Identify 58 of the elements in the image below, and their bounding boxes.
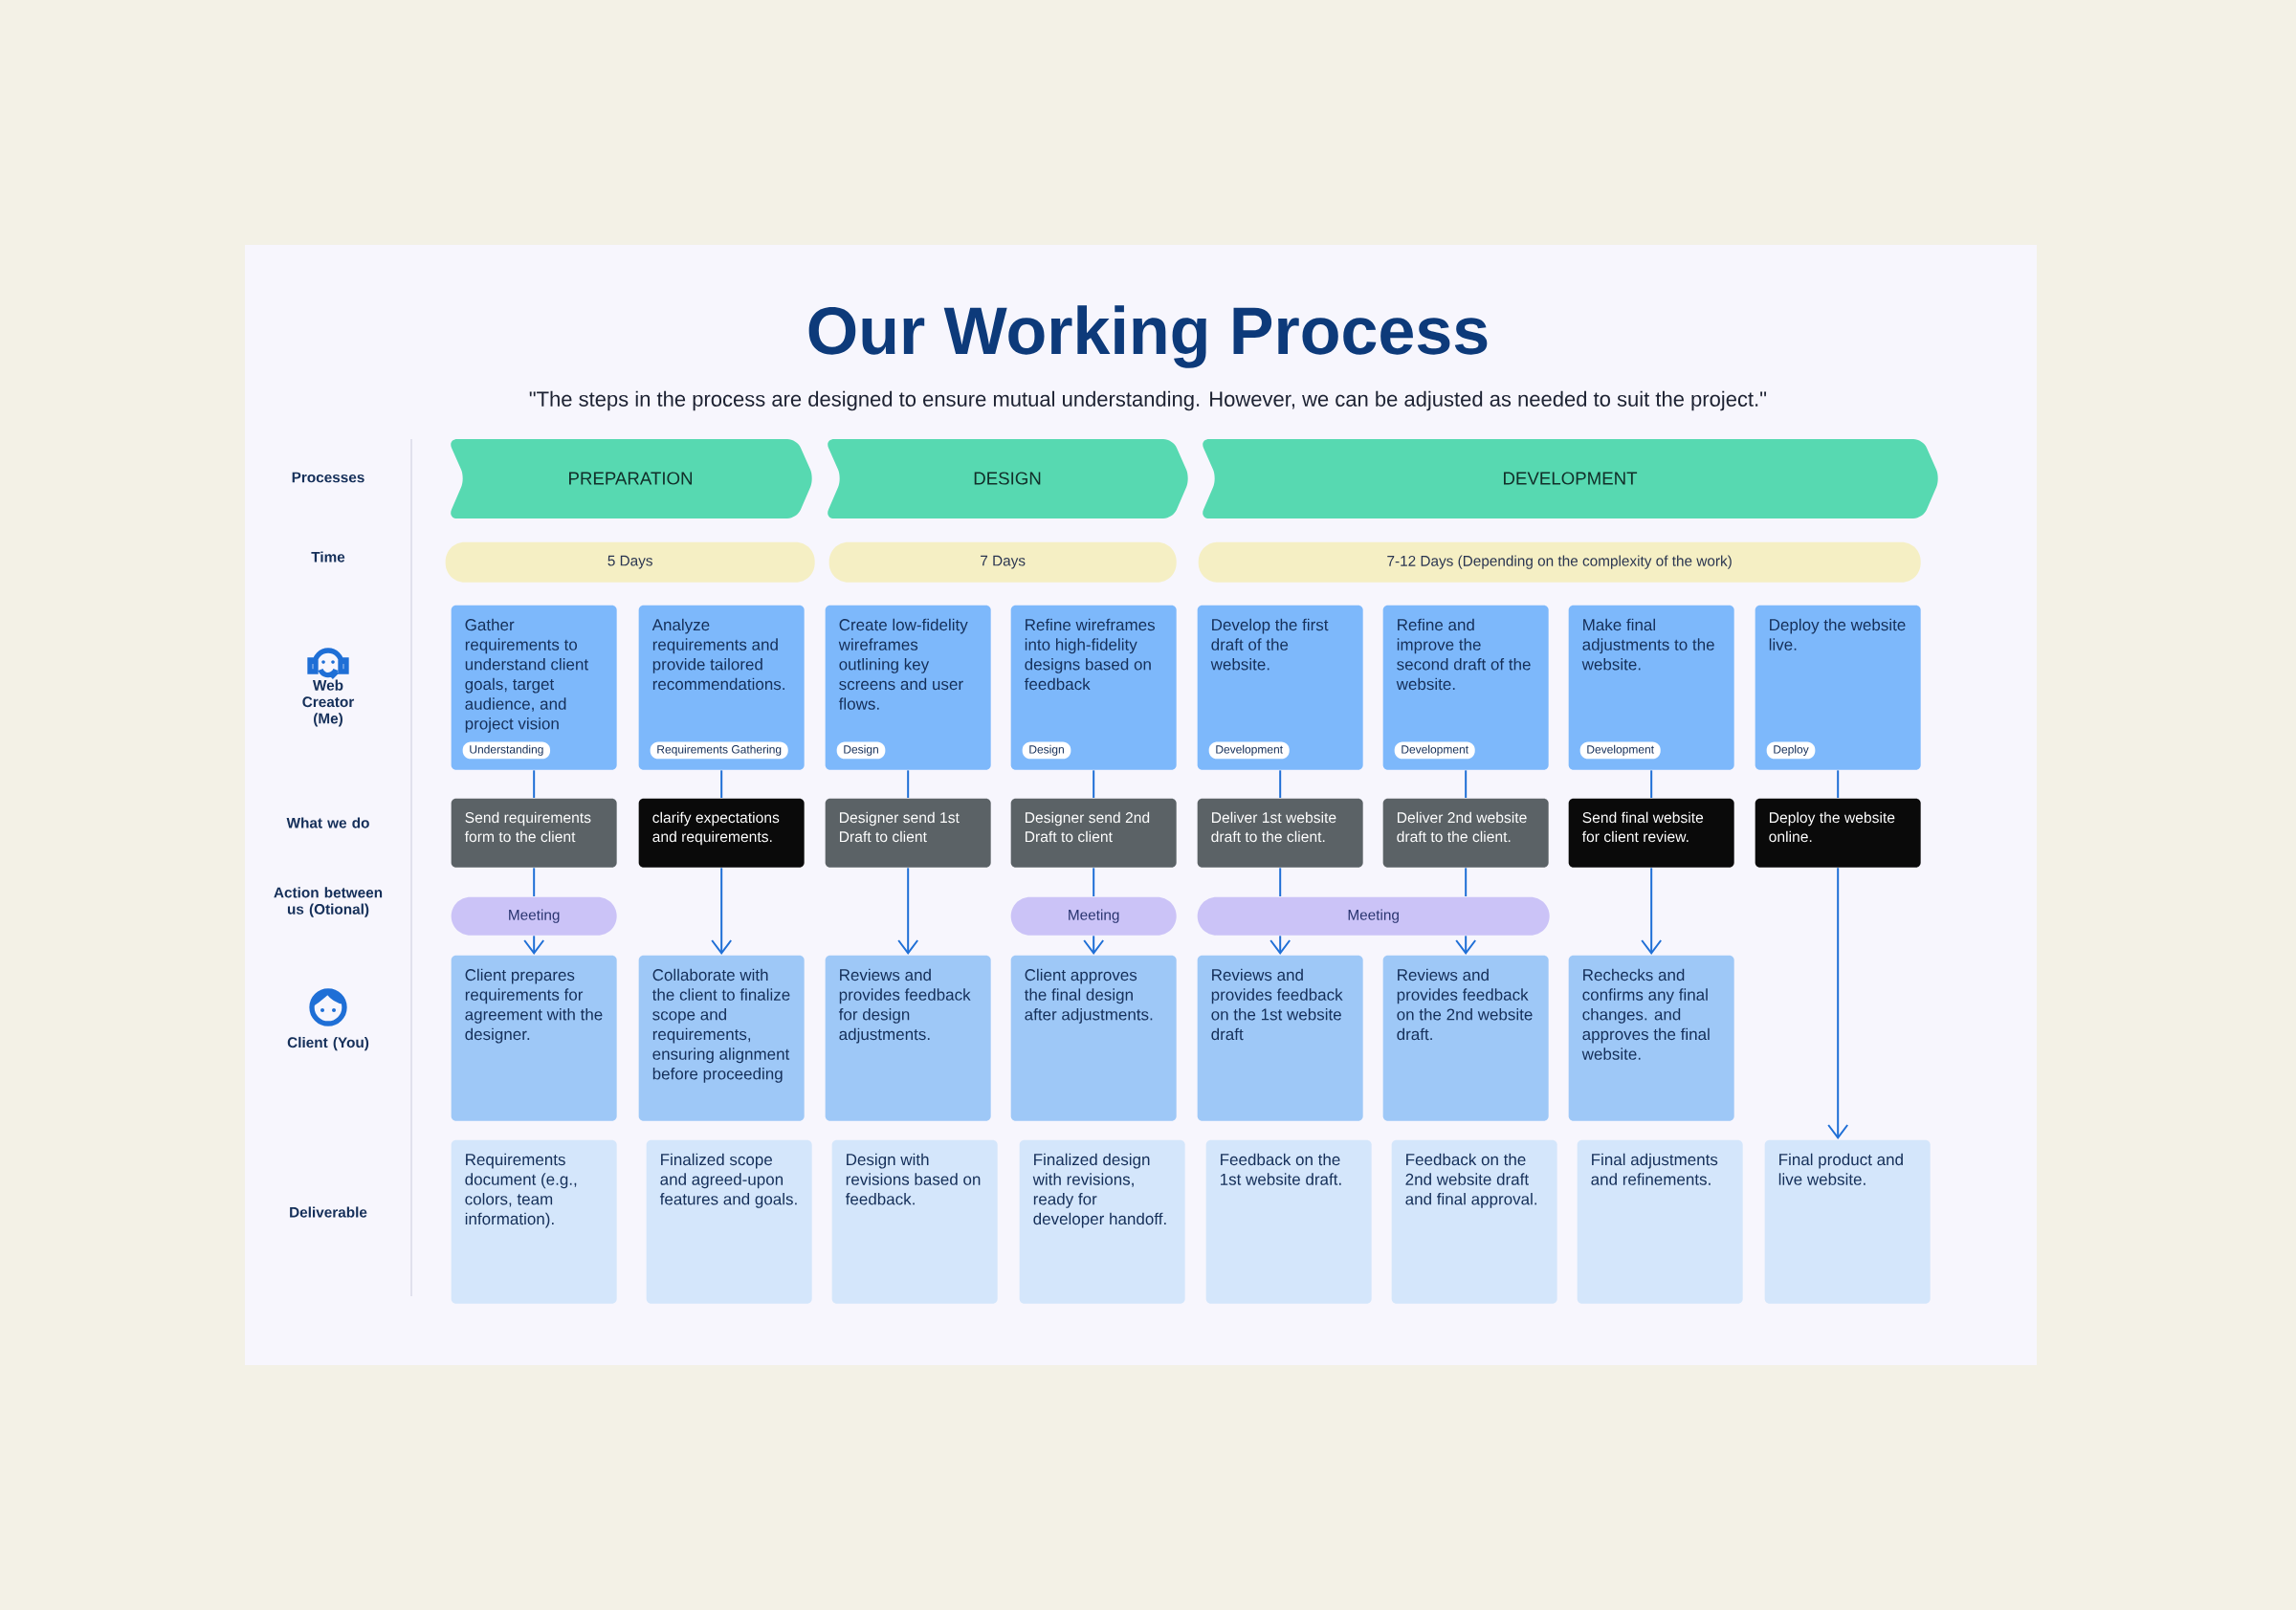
row-label: Deliverable: [290, 1206, 367, 1218]
client-card: Client approves the final design after adjustments.: [1010, 955, 1177, 1121]
meeting-pill: Meeting: [451, 896, 617, 936]
connector-arrow: [1827, 867, 1849, 1139]
task-card: Refine and improve the second draft of the website. Development: [1382, 605, 1549, 770]
client-card: Reviews and provides feedback on the 1st website draft: [1197, 955, 1363, 1121]
client-card: Collaborate with the client to finalize scope and requirements, ensuring alignment before proceeding: [638, 955, 805, 1121]
task-card: Create low-fidelity wireframes outlining key screens and user flows. Design: [825, 605, 991, 770]
task-card: Refine wireframes into high-fidelity designs based on feedback Design: [1010, 605, 1177, 770]
connector-arrow: [711, 867, 733, 955]
task-card: Deploy the website live. Deploy: [1755, 605, 1921, 770]
deliverable-card: Finalized design with revisions, ready for developer handoff.: [1019, 1139, 1185, 1304]
row-label: What we do: [286, 817, 369, 828]
action-box: Deliver 1st website draft to the client.: [1197, 798, 1363, 868]
deliverable-card: Finalized scope and agreed-upon features and goals.: [646, 1139, 812, 1304]
meeting-pill: Meeting: [1010, 896, 1177, 936]
deliverable-card: Final product and live website.: [1764, 1139, 1931, 1304]
tag-pill: Development: [1394, 741, 1475, 760]
tag-pill: Requirements Gathering: [650, 741, 788, 760]
action-box: Send requirements form to the client: [451, 798, 617, 868]
duration-pill: 5 Days: [445, 541, 815, 583]
row-label: Processes: [292, 472, 364, 483]
duration-pill: 7-12 Days (Depending on the complexity of the work): [1198, 541, 1921, 583]
deliverable-card: Final adjustments and refinements.: [1577, 1139, 1743, 1304]
deliverable-card: Feedback on the 2nd website draft and final approval.: [1391, 1139, 1557, 1304]
client-card: Reviews and provides feedback for design adjustments.: [825, 955, 991, 1121]
action-box: clarify expectations and requirements.: [638, 798, 805, 868]
tag-pill: Development: [1579, 741, 1661, 760]
client-card: Reviews and provides feedback on the 2nd website draft.: [1382, 955, 1549, 1121]
row-label: Time: [311, 551, 345, 562]
action-box: Deliver 2nd website draft to the client.: [1382, 798, 1549, 868]
task-card: Develop the first draft of the website. Development: [1197, 605, 1363, 770]
duration-pill: 7 Days: [828, 541, 1177, 583]
deliverable-card: Requirements document (e.g., colors, team information).: [451, 1139, 617, 1304]
meeting-pill: Meeting: [1197, 896, 1550, 936]
tag-pill: Understanding: [462, 741, 551, 760]
client-card: Rechecks and confirms any final changes. and approves the final website.: [1568, 955, 1734, 1121]
action-box: Designer send 1st Draft to client: [825, 798, 991, 868]
deliverable-card: Feedback on the 1st website draft.: [1205, 1139, 1372, 1304]
subtitle: "The steps in the process are designed to ensure mutual understanding. However, we can be adjusted as needed to suit the project.": [529, 390, 1767, 411]
tag-pill: Development: [1208, 741, 1290, 760]
connector-arrow: [897, 867, 919, 955]
client-card: Client prepares requirements for agreement with the designer.: [451, 955, 617, 1121]
phase-banner: DESIGN: [828, 439, 1188, 518]
task-card: Gather requirements to understand client goals, target audience, and project vision Understanding: [451, 605, 617, 770]
task-card: Analyze requirements and provide tailored recommendations. Requirements Gathering: [638, 605, 805, 770]
connector-arrow: [1641, 867, 1663, 955]
action-box: Designer send 2nd Draft to client: [1010, 798, 1177, 868]
phase-banner: DEVELOPMENT: [1203, 439, 1938, 518]
phase-banner: PREPARATION: [451, 439, 812, 518]
row-label: Web Creator (Me): [302, 679, 355, 727]
row-label: Client (You): [287, 1036, 369, 1051]
row-label: Action between us (Otional): [274, 887, 383, 917]
action-box: Deploy the website online.: [1755, 798, 1921, 868]
task-card: Make final adjustments to the website. Development: [1568, 605, 1734, 770]
deliverable-card: Design with revisions based on feedback.: [831, 1139, 998, 1304]
title: Our Working Process: [808, 305, 1488, 368]
action-box: Send final website for client review.: [1568, 798, 1734, 868]
